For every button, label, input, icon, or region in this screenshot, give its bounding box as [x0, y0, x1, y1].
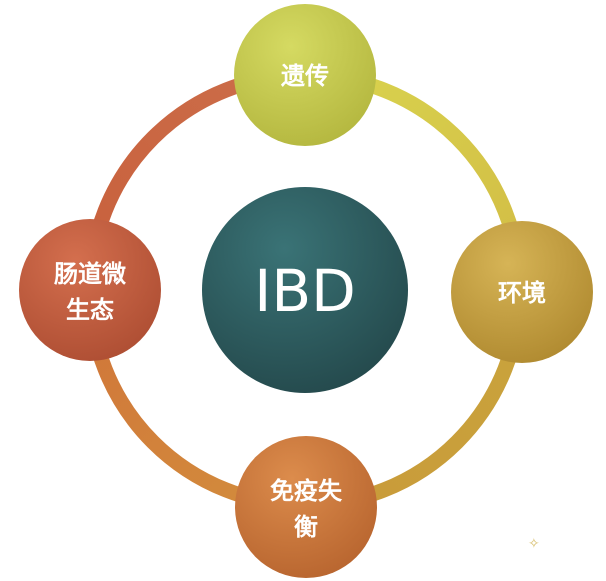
node-gut-microecology: 肠道微 生态 [19, 219, 161, 361]
sparkle-decoration-icon: ✧ [528, 536, 540, 552]
node-environment: 环境 [451, 221, 593, 363]
node-environment-circle [451, 221, 593, 363]
node-gut-microecology-label-line2: 生态 [66, 296, 114, 324]
node-immune-imbalance: 免疫失 衡 [235, 436, 377, 578]
node-immune-imbalance-label-line1: 免疫失 [270, 477, 343, 505]
node-genetics: 遗传 [234, 4, 376, 146]
node-environment-label: 环境 [498, 279, 546, 307]
node-genetics-circle [234, 4, 376, 146]
center-label: IBD [254, 257, 356, 325]
node-immune-imbalance-circle [235, 436, 377, 578]
node-immune-imbalance-label-line2: 衡 [294, 513, 318, 541]
center-circle [202, 187, 408, 393]
center-node: IBD [202, 187, 408, 393]
node-gut-microecology-circle [19, 219, 161, 361]
node-genetics-label: 遗传 [280, 62, 329, 90]
node-gut-microecology-label-line1: 肠道微 [54, 260, 126, 288]
